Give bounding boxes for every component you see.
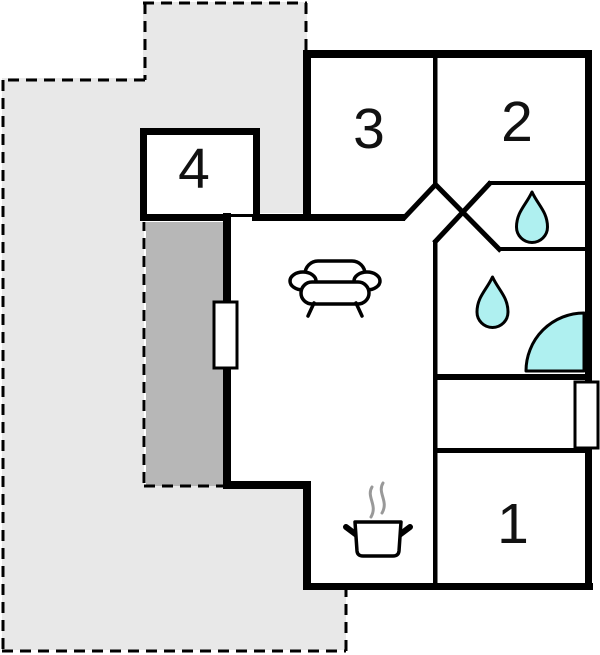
wall-hallway — [433, 240, 438, 585]
door-opening-diagonal-room3 — [401, 182, 438, 221]
window-marker-right — [573, 380, 600, 450]
interior-walls — [401, 54, 592, 585]
pot-body — [353, 520, 403, 558]
wall-right — [585, 50, 592, 590]
wall-room3-bottom — [307, 214, 405, 221]
sofa-leg-left — [306, 301, 316, 318]
room-label-3: 3 — [353, 97, 385, 161]
wall-shower-bottom — [433, 374, 592, 380]
wall-annex-right — [253, 128, 260, 221]
sofa-icon — [288, 259, 382, 318]
wall-left-lower — [303, 481, 311, 590]
room-label-2: 2 — [501, 90, 533, 154]
wall-room2-bottom — [488, 181, 588, 185]
terrace-area-bottom — [144, 587, 346, 650]
wall-bottom — [303, 583, 593, 590]
terrace-outline-dash — [1, 1, 348, 653]
wall-annex-connector — [252, 214, 311, 221]
door-opening-diagonal-wc — [432, 181, 503, 253]
sofa-seat — [299, 280, 371, 306]
terrace-area-top — [143, 2, 307, 130]
steam-icon — [379, 481, 386, 515]
wall-jog — [223, 481, 311, 489]
wall-wc-bottom — [498, 247, 592, 251]
wall-room1-top — [433, 448, 588, 453]
wall-room3-room2-divider — [433, 54, 438, 184]
terrace-dark-covered — [146, 220, 225, 486]
wall-left-upper — [303, 50, 311, 218]
water-drop-icon-shower — [475, 275, 510, 329]
water-drop-icon-wc — [515, 190, 549, 244]
sofa-leg-right — [354, 301, 364, 318]
cooking-pot-icon — [343, 481, 413, 558]
terrace-area-left — [2, 78, 144, 650]
room-4-annex-wall — [140, 128, 260, 221]
terrace-area-corridor — [258, 130, 306, 218]
room-4-annex-interior — [140, 128, 260, 222]
wall-annex-bottom — [140, 214, 226, 221]
door-opening-annex — [226, 214, 253, 217]
window-marker-left — [212, 300, 239, 370]
room-label-4: 4 — [178, 137, 210, 201]
room-label-1: 1 — [497, 492, 529, 556]
wall-top — [303, 50, 592, 58]
door-swing-icon — [524, 311, 586, 373]
door-opening-diagonal-hall — [432, 180, 493, 245]
wall-annex-top — [140, 128, 260, 135]
wall-annex-left — [140, 128, 147, 221]
steam-icon — [368, 485, 375, 519]
terrace-patio — [2, 2, 346, 650]
